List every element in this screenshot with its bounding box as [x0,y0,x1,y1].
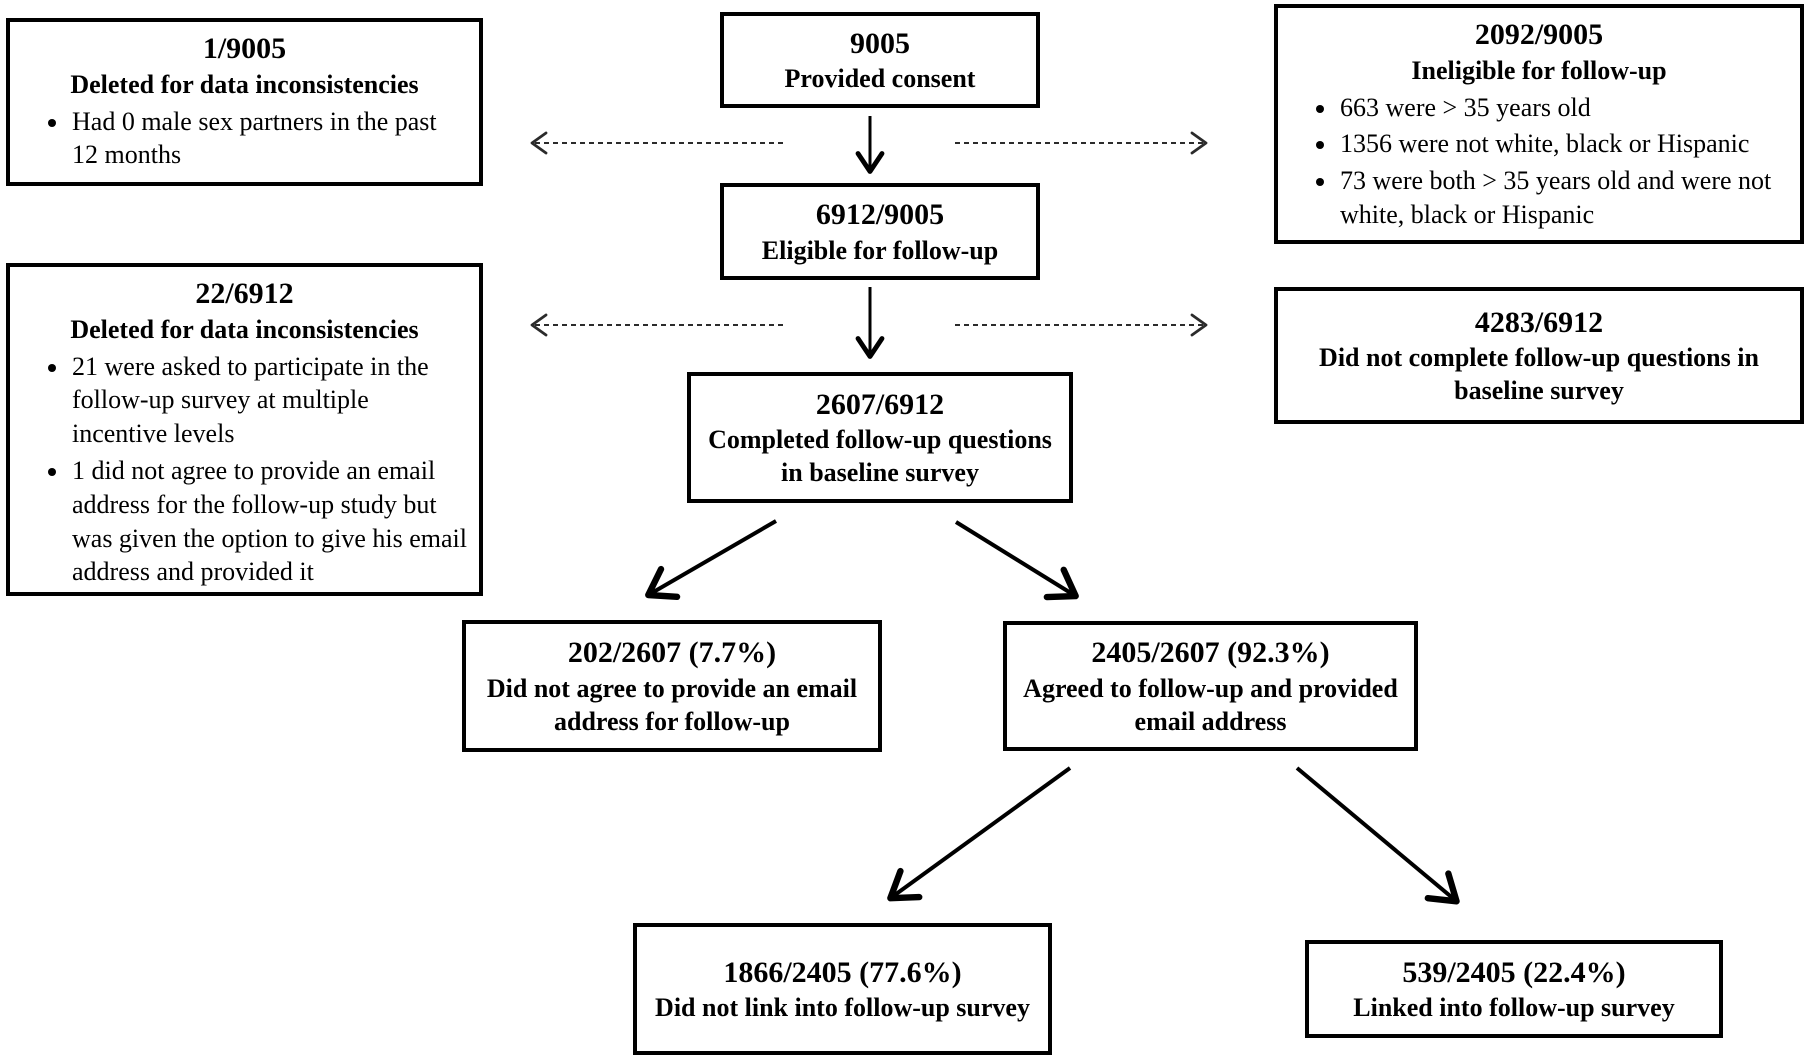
arrow-completed-to-no-email [645,519,778,601]
box-label: Ineligible for follow-up [1411,55,1667,85]
bullet-list: Had 0 male sex partners in the past 12 m… [22,105,467,173]
bullet-list: 663 were > 35 years old 1356 were not wh… [1290,91,1788,232]
box-deleted-for-inconsistencies-followup: 22/6912 Deleted for data inconsistencies… [6,263,483,596]
box-provided-consent: 9005 Provided consent [720,12,1040,108]
box-did-not-provide-email: 202/2607 (7.7%) Did not agree to provide… [462,620,882,752]
box-label: Eligible for follow-up [761,235,999,265]
box-label: Did not complete follow-up questions in … [1319,343,1759,406]
box-deleted-for-inconsistencies-baseline: 1/9005 Deleted for data inconsistencies … [6,18,483,186]
arrow-agreed-to-linked [1295,766,1460,905]
bullet-item: 1 did not agree to provide an email addr… [70,454,467,589]
bullet-list: 21 were asked to participate in the foll… [22,350,467,590]
box-eligible-for-follow-up: 6912/9005 Eligible for follow-up [720,183,1040,280]
box-linked-into-followup: 539/2405 (22.4%) Linked into follow-up s… [1305,940,1723,1038]
box-count: 6912/9005 [815,198,945,232]
box-ineligible-for-follow-up: 2092/9005 Ineligible for follow-up 663 w… [1274,4,1804,244]
box-label: Did not agree to provide an email addres… [486,673,858,736]
bullet-item: 663 were > 35 years old [1338,91,1788,125]
box-count: 4283/6912 [1474,305,1604,339]
box-count: 2607/6912 [815,387,945,421]
bullet-item: 73 were both > 35 years old and were not… [1338,164,1788,232]
box-completed-baseline-questions: 2607/6912 Completed follow-up questions … [687,372,1073,503]
bullet-item: Had 0 male sex partners in the past 12 m… [70,105,467,173]
box-label: Linked into follow-up survey [1353,993,1675,1023]
box-label: Completed follow-up questions in baselin… [708,425,1052,488]
box-label: Did not link into follow-up survey [655,993,1030,1023]
box-agreed-and-provided-email: 2405/2607 (92.3%) Agreed to follow-up an… [1003,621,1418,751]
box-label: Agreed to follow-up and provided email a… [1023,673,1398,736]
arrow-completed-to-agreed [954,520,1079,601]
box-label: Deleted for data inconsistencies [70,314,419,344]
box-count: 2092/9005 [1474,18,1604,51]
bullet-item: 21 were asked to participate in the foll… [70,350,467,451]
box-label: Deleted for data inconsistencies [70,69,419,99]
box-count: 2405/2607 (92.3%) [1091,636,1330,670]
box-count: 22/6912 [195,277,294,310]
box-did-not-complete-baseline-questions: 4283/6912 Did not complete follow-up que… [1274,287,1804,424]
box-label: Provided consent [784,64,976,94]
box-count: 9005 [850,26,910,60]
box-did-not-link-into-followup: 1866/2405 (77.6%) Did not link into foll… [633,923,1052,1055]
arrow-agreed-to-not-linked [887,766,1072,902]
box-count: 1/9005 [202,32,287,65]
bullet-item: 1356 were not white, black or Hispanic [1338,127,1788,161]
box-count: 1866/2405 (77.6%) [723,955,962,989]
box-count: 202/2607 (7.7%) [567,636,777,670]
box-count: 539/2405 (22.4%) [1402,955,1626,989]
